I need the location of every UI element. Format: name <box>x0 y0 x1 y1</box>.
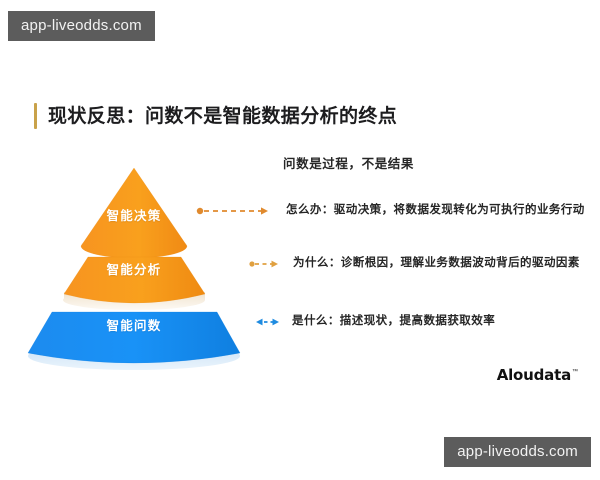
title-accent-bar <box>34 103 37 129</box>
pyramid-diagram: 智能决策 智能分析 智能问数 <box>24 160 280 370</box>
pyramid-layer-bottom <box>27 311 241 364</box>
annotation-text-analysis: 为什么：诊断根因，理解业务数据波动背后的驱动因素 <box>293 257 580 270</box>
annotation-row-analysis: 为什么：诊断根因，理解业务数据波动背后的驱动因素 <box>249 256 580 272</box>
pyramid-label-middle: 智能分析 <box>106 263 162 277</box>
double-dashed-arrow-orange-icon <box>196 207 268 215</box>
double-dashed-arrow-blue-icon <box>256 318 279 326</box>
watermark-bottom-right: app-liveodds.com <box>444 437 591 467</box>
pyramid-label-bottom: 智能问数 <box>106 319 162 333</box>
annotation-row-decision: 怎么办：驱动决策，将数据发现转化为可执行的业务行动 <box>196 203 585 219</box>
page-title-text: 现状反思：问数不是智能数据分析的终点 <box>48 105 398 127</box>
annotation-row-query: 是什么：描述现状，提高数据获取效率 <box>256 314 495 330</box>
trademark-icon: ™ <box>572 369 578 375</box>
pyramid-layer-middle <box>63 256 206 304</box>
watermark-top-left: app-liveodds.com <box>8 11 155 41</box>
headline-text: 问数是过程，不是结果 <box>283 157 415 171</box>
annotation-text-decision: 怎么办：驱动决策，将数据发现转化为可执行的业务行动 <box>286 204 585 217</box>
brand-logo: Aloudata ™ <box>497 368 578 383</box>
pyramid-svg <box>27 167 241 370</box>
page-title: 现状反思：问数不是智能数据分析的终点 <box>34 101 397 131</box>
pyramid-label-top: 智能决策 <box>106 209 162 223</box>
double-dashed-arrow-orange-icon <box>249 260 278 268</box>
brand-name-text: Aloudata <box>496 366 571 384</box>
annotation-text-query: 是什么：描述现状，提高数据获取效率 <box>292 315 496 328</box>
